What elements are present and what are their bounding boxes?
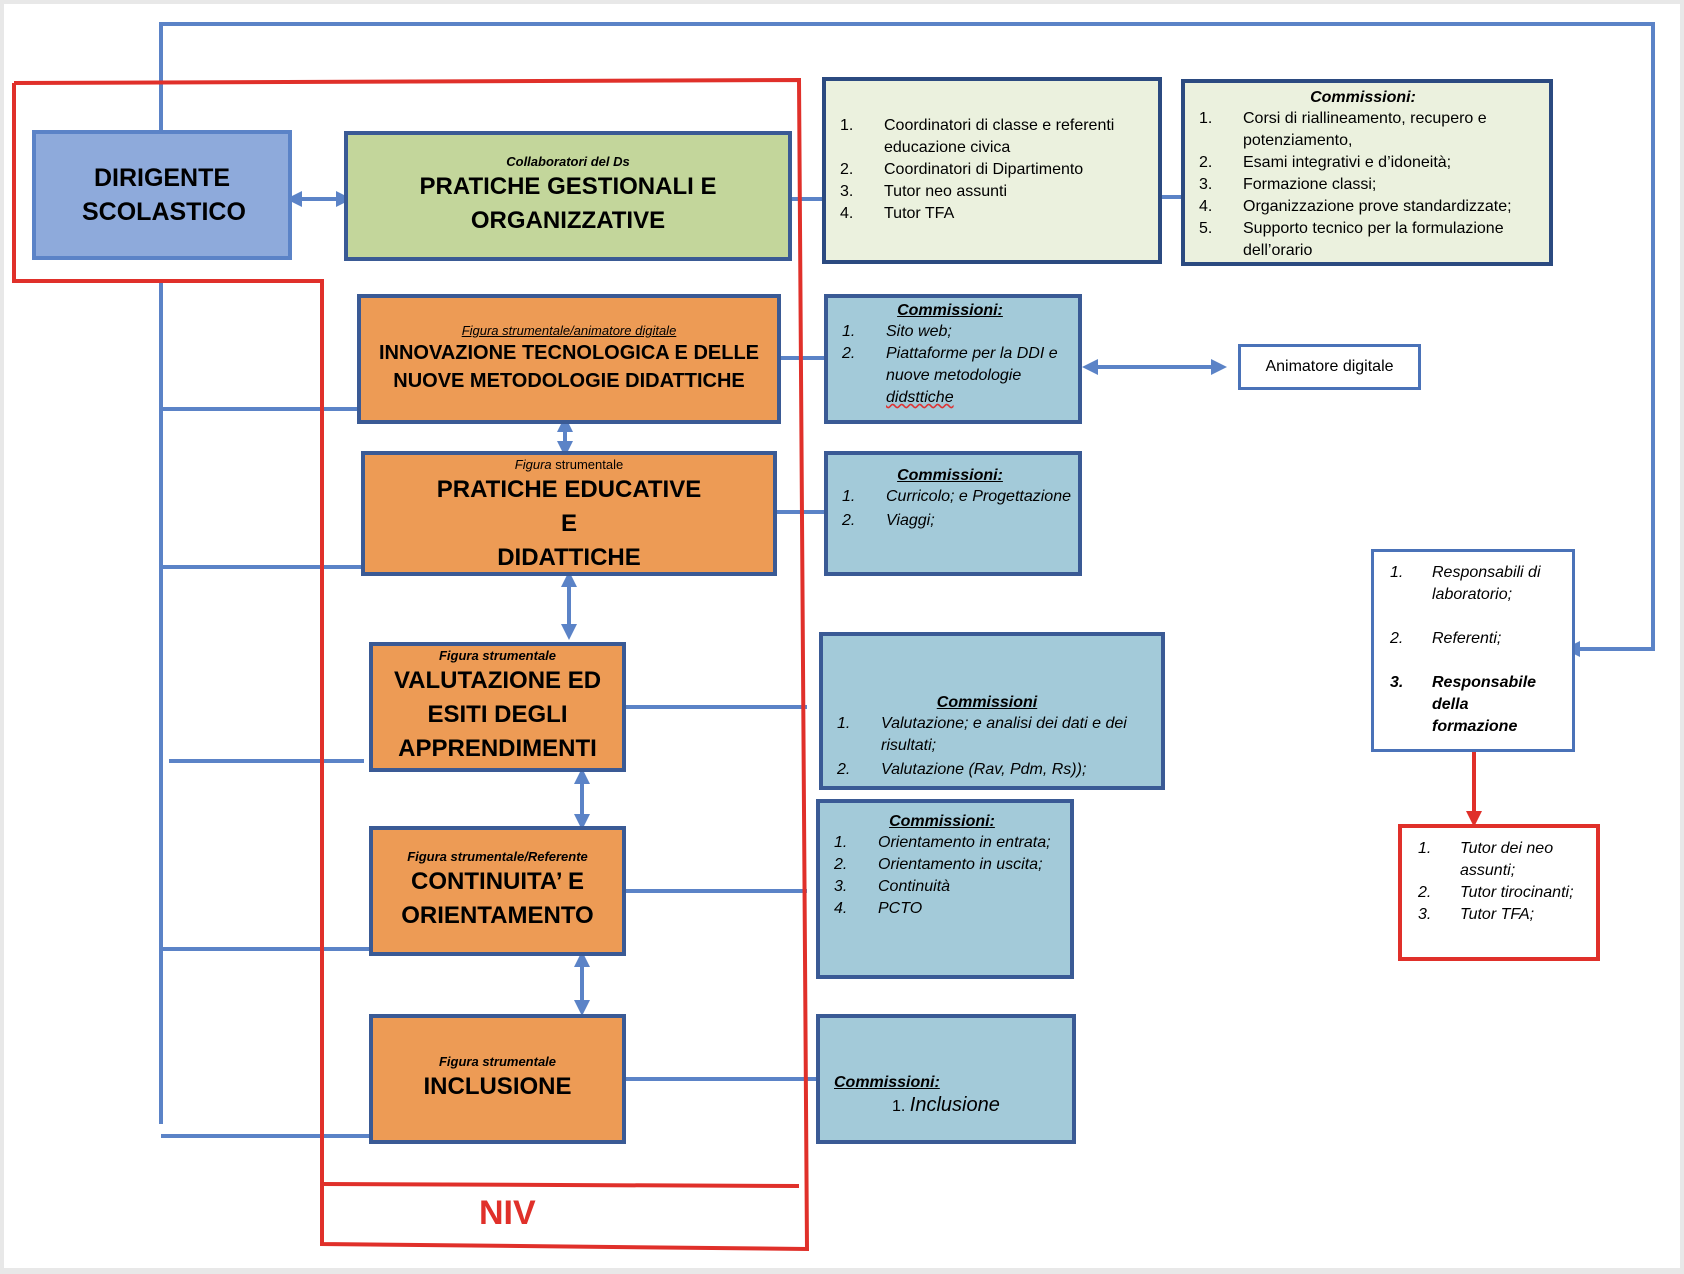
top-loop-line <box>159 22 1655 657</box>
list-item: 1.Valutazione; e analisi dei dati e dei … <box>837 715 1127 754</box>
valutazione-title-1: VALUTAZIONE ED <box>393 667 602 694</box>
tutor-list: 1.Tutor dei neo assunti; 2.Tutor tirocin… <box>1402 838 1590 926</box>
list-item: 4.Organizzazione prove standardizzate; <box>1199 198 1512 215</box>
commissioni-innovazione-list: 1.Sito web; 2.Piattaforme per la DDI e n… <box>828 321 1072 409</box>
commissioni-valutazione-list: 1.Valutazione; e analisi dei dati e dei … <box>823 713 1151 781</box>
continuita-box[interactable]: Figura strumentale/Referente CONTINUITA’… <box>369 826 626 956</box>
list-item: 1.Coordinatori di classe e referenti edu… <box>840 117 1115 156</box>
continuita-role: Figura strumentale/Referente <box>407 849 588 864</box>
coordinatori-list: 1.Coordinatori di classe e referenti edu… <box>826 115 1148 225</box>
responsabili-list: 1.Responsabili di laboratorio; 2.Referen… <box>1374 562 1566 738</box>
commissioni-valutazione-box[interactable]: Commissioni 1.Valutazione; e analisi dei… <box>819 632 1165 790</box>
list-item: 3.Continuità <box>834 878 951 895</box>
gestionali-box[interactable]: Collaboratori del Ds PRATICHE GESTIONALI… <box>344 131 792 261</box>
niv-frame <box>12 77 810 1252</box>
commissioni-continuita-list: 1.Orientamento in entrata; 2.Orientament… <box>820 832 1064 920</box>
list-item: 3.Tutor neo assunti <box>840 183 1008 200</box>
inclusione-title: INCLUSIONE <box>423 1073 572 1100</box>
commissioni-educative-title: Commissioni: <box>897 467 1003 484</box>
list-item: 4.PCTO <box>834 900 923 917</box>
list-item: 2.Piattaforme per la DDI e nuove metodol… <box>842 345 1058 406</box>
commissioni-gestionali-title: Commissioni: <box>1310 89 1416 106</box>
list-item: 2.Coordinatori di Dipartimento <box>840 161 1084 178</box>
continuita-title-2: ORIENTAMENTO <box>401 902 594 929</box>
educative-title-3: DIDATTICHE <box>497 544 641 571</box>
commissioni-inclusione-title: Commissioni: <box>834 1074 940 1091</box>
educative-box[interactable]: Figura strumentale PRATICHE EDUCATIVE E … <box>361 451 777 576</box>
list-item: 2.Tutor tirocinanti; <box>1418 884 1574 901</box>
responsabili-box[interactable]: 1.Responsabili di laboratorio; 2.Referen… <box>1371 549 1575 752</box>
commissioni-inclusione-item: 1. Inclusione <box>892 1094 1000 1116</box>
commissioni-gestionali-list: 1.Corsi di riallineamento, recupero e po… <box>1185 108 1541 262</box>
gestionali-role: Collaboratori del Ds <box>506 154 630 169</box>
commissioni-valutazione-title: Commissioni <box>936 694 1038 711</box>
niv-label: NIV <box>479 1194 536 1232</box>
valutazione-title-2: ESITI DEGLI <box>427 701 568 728</box>
list-item: 1.Orientamento in entrata; <box>834 834 1051 851</box>
inclusione-role: Figura strumentale <box>438 1054 557 1069</box>
innovazione-box[interactable]: Figura strumentale/animatore digitale IN… <box>357 294 781 424</box>
commissioni-gestionali-box[interactable]: Commissioni: 1.Corsi di riallineamento, … <box>1181 79 1553 266</box>
list-item: 1.Curricolo; e Progettazione <box>842 488 1071 505</box>
innovazione-role: Figura strumentale/animatore digitale <box>461 323 677 338</box>
list-item: 1.Corsi di riallineamento, recupero e po… <box>1199 110 1487 149</box>
list-item: 3.Tutor TFA; <box>1418 906 1535 923</box>
gestionali-title-2: ORGANIZZATIVE <box>470 207 666 234</box>
commissioni-educative-box[interactable]: Commissioni: 1.Curricolo; e Progettazion… <box>824 451 1082 576</box>
educative-title-2: E <box>560 510 577 537</box>
list-item: 3.Formazione classi; <box>1199 176 1377 193</box>
commissioni-inclusione-box[interactable]: Commissioni: 1. Inclusione <box>816 1014 1076 1144</box>
connector-lines <box>12 22 1655 1252</box>
dirigente-label: DIRIGENTE SCOLASTICO <box>82 164 246 226</box>
list-item: 2.Esami integrativi e d’idoneità; <box>1199 154 1452 171</box>
coordinatori-box[interactable]: 1.Coordinatori di classe e referenti edu… <box>822 77 1162 264</box>
list-item: 4.Tutor TFA <box>840 205 955 222</box>
list-item: 3.Responsabile della formazione <box>1390 674 1537 735</box>
commissioni-innovazione-title: Commissioni: <box>897 302 1003 319</box>
tutor-box[interactable]: 1.Tutor dei neo assunti; 2.Tutor tirocin… <box>1398 824 1600 961</box>
list-item: 5.Supporto tecnico per la formulazione d… <box>1199 220 1504 259</box>
valutazione-box[interactable]: Figura strumentale VALUTAZIONE ED ESITI … <box>369 642 626 772</box>
innovazione-title-1: INNOVAZIONE TECNOLOGICA E DELLE <box>378 342 759 364</box>
commissioni-educative-list: 1.Curricolo; e Progettazione 2.Viaggi; <box>828 486 1072 532</box>
organigramma: DIRIGENTE SCOLASTICO Collaboratori del D… <box>4 4 1680 1268</box>
continuita-title-1: CONTINUITA’ E <box>411 868 584 895</box>
list-item: 2.Valutazione (Rav, Pdm, Rs)); <box>837 761 1087 778</box>
list-item: 1.Sito web; <box>842 323 952 340</box>
list-item: 2.Viaggi; <box>842 512 935 529</box>
valutazione-title-3: APPRENDIMENTI <box>398 735 597 762</box>
commissioni-continuita-box[interactable]: Commissioni: 1.Orientamento in entrata; … <box>816 799 1074 979</box>
list-item: 2.Referenti; <box>1390 630 1502 647</box>
inclusione-box[interactable]: Figura strumentale INCLUSIONE <box>369 1014 626 1144</box>
innovazione-title-2: NUOVE METODOLOGIE DIDATTICHE <box>393 370 745 392</box>
animatore-label: Animatore digitale <box>1265 358 1394 375</box>
gestionali-title-1: PRATICHE GESTIONALI E <box>419 173 717 200</box>
list-item: 2.Orientamento in uscita; <box>834 856 1043 873</box>
animatore-box[interactable]: Animatore digitale <box>1238 344 1421 390</box>
educative-role: Figura strumentale <box>514 457 624 472</box>
list-item: 1.Tutor dei neo assunti; <box>1418 840 1554 879</box>
commissioni-continuita-title: Commissioni: <box>889 813 995 830</box>
educative-title-1: PRATICHE EDUCATIVE <box>436 476 702 503</box>
valutazione-role: Figura strumentale <box>438 648 557 663</box>
list-item: 1.Responsabili di laboratorio; <box>1390 564 1541 603</box>
dirigente-box[interactable]: DIRIGENTE SCOLASTICO <box>32 130 292 260</box>
commissioni-innovazione-box[interactable]: Commissioni: 1.Sito web; 2.Piattaforme p… <box>824 294 1082 424</box>
